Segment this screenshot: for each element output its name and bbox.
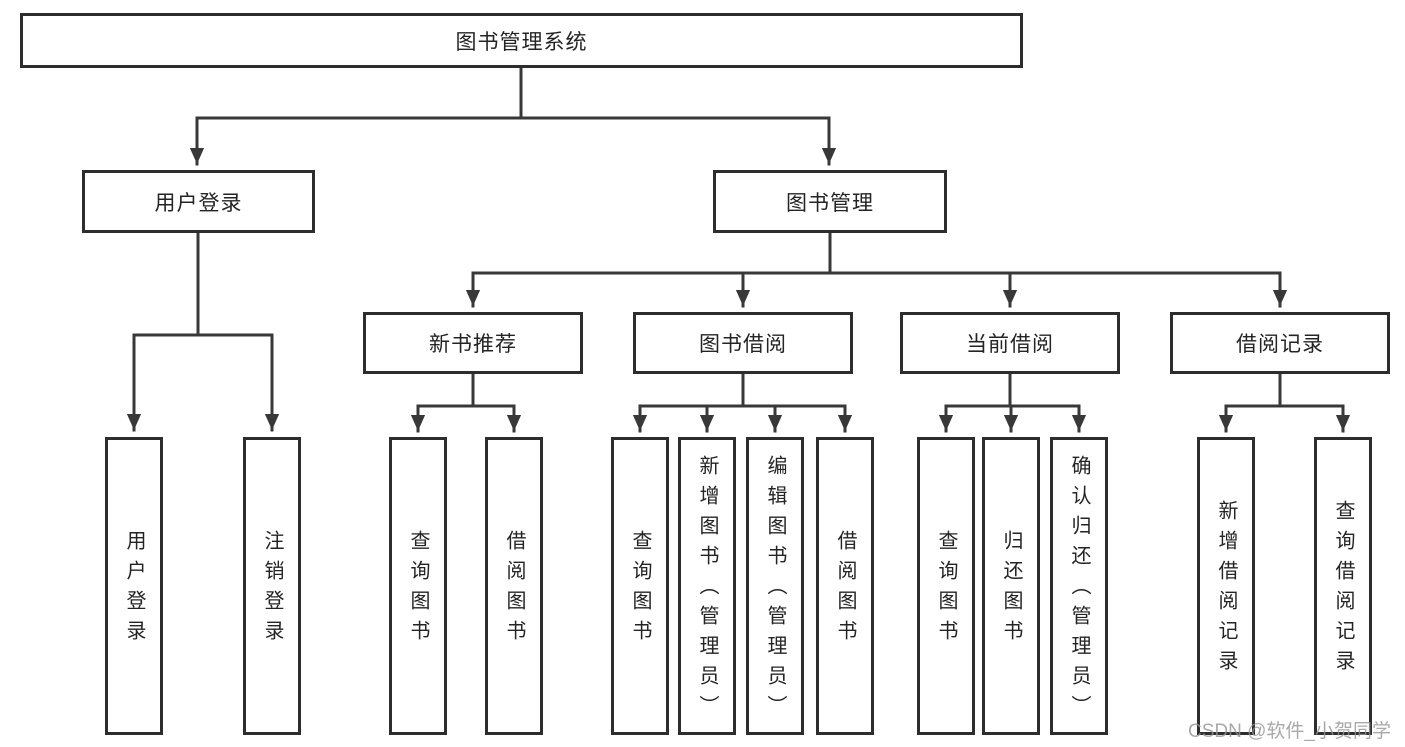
node-leaf-borrow-books-1: 借阅图书 — [485, 437, 543, 735]
leaf-label: 查询图书 — [935, 530, 957, 650]
node-borrowing-records: 借阅记录 — [1170, 312, 1390, 374]
leaf-label: 归还图书 — [1000, 530, 1022, 650]
leaf-label: 用户登录 — [123, 530, 145, 650]
branch-book-borrow-connectors — [632, 372, 853, 433]
node-new-book-recommend: 新书推荐 — [363, 312, 583, 374]
node-library-management-system: 图书管理系统 — [20, 13, 1023, 68]
branch-book-mgmt-connectors — [465, 231, 1288, 308]
node-leaf-query-books-1: 查询图书 — [389, 437, 447, 735]
leaf-label: 查询图书 — [407, 530, 429, 650]
branch-new-book-connectors — [410, 372, 522, 433]
node-current-borrowing: 当前借阅 — [900, 312, 1120, 374]
node-leaf-query-books-2: 查询图书 — [611, 437, 669, 735]
leaf-label: 查询图书 — [629, 530, 651, 650]
node-book-borrowing: 图书借阅 — [633, 312, 853, 374]
node-leaf-return-books: 归还图书 — [982, 437, 1040, 735]
node-leaf-edit-books-admin: 编辑图书（管理员） — [746, 437, 804, 735]
leaf-label: 借阅图书 — [834, 530, 856, 650]
branch-current-borrow-connectors — [938, 372, 1087, 433]
leaf-label: 确认归还（管理员） — [1068, 455, 1090, 725]
node-user-login-module: 用户登录 — [82, 170, 315, 233]
node-leaf-confirm-return-admin: 确认归还（管理员） — [1050, 437, 1108, 735]
leaf-label: 注销登录 — [261, 530, 283, 650]
leaf-label: 查询借阅记录 — [1332, 500, 1354, 680]
branch-borrow-records-connectors — [1218, 372, 1351, 433]
node-leaf-query-borrow-record: 查询借阅记录 — [1314, 437, 1372, 735]
node-leaf-borrow-books-2: 借阅图书 — [816, 437, 874, 735]
node-leaf-add-borrow-record: 新增借阅记录 — [1197, 437, 1255, 735]
node-book-management-module: 图书管理 — [713, 170, 947, 233]
leaf-label: 编辑图书（管理员） — [764, 455, 786, 725]
node-leaf-user-login: 用户登录 — [105, 437, 163, 735]
node-leaf-query-books-3: 查询图书 — [917, 437, 975, 735]
leaf-label: 新增图书（管理员） — [696, 455, 718, 725]
branch-user-login-connectors — [126, 231, 280, 432]
branch-root-connectors — [189, 66, 837, 166]
leaf-label: 借阅图书 — [503, 530, 525, 650]
leaf-label: 新增借阅记录 — [1215, 500, 1237, 680]
node-leaf-add-books-admin: 新增图书（管理员） — [678, 437, 736, 735]
node-leaf-logout: 注销登录 — [243, 437, 301, 735]
csdn-watermark: CSDN @软件_小贺同学 — [1188, 721, 1391, 742]
